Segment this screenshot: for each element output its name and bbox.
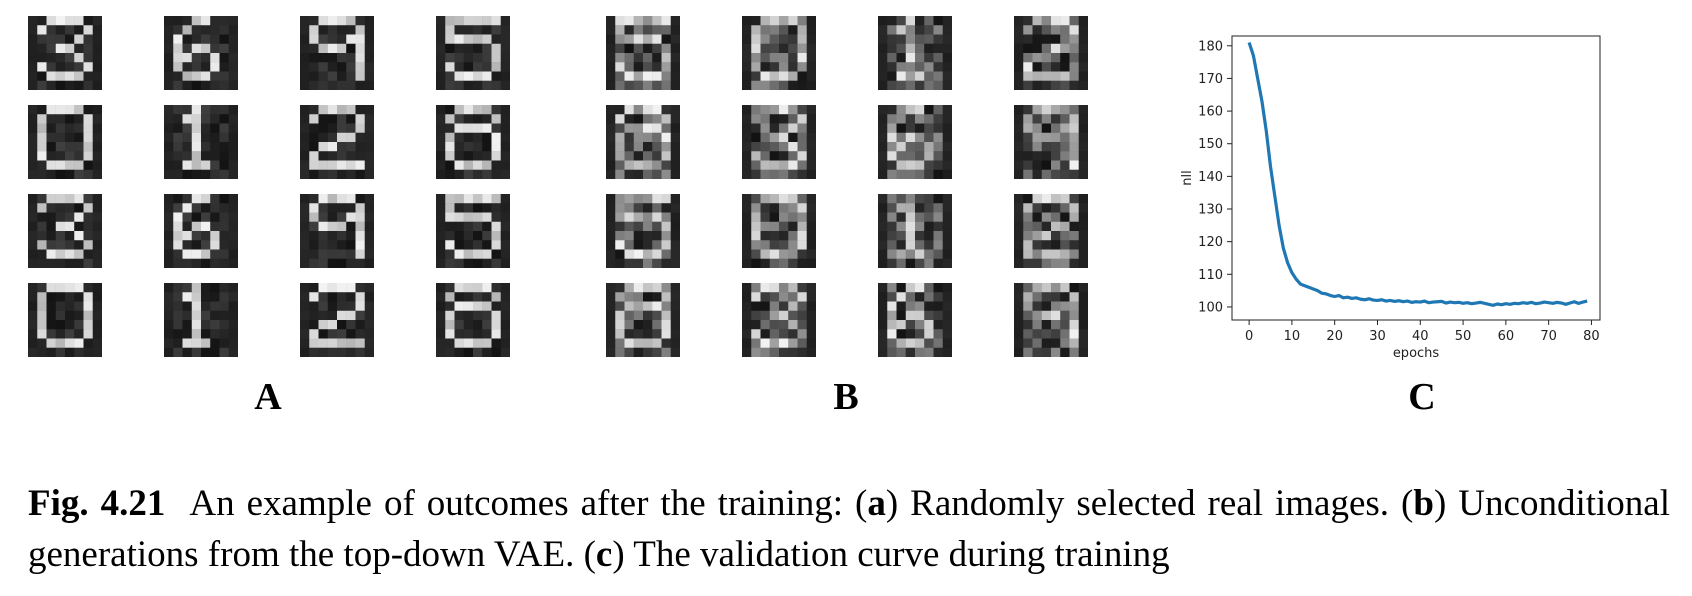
y-tick-label: 140 [1198,170,1223,185]
digit-image [1014,194,1088,268]
digit-image [164,194,238,268]
digit-image [1014,16,1088,90]
digit-image [742,194,816,268]
x-tick-label: 60 [1498,329,1515,344]
caption-text-3: ) Unconditional generations from the top… [28,483,1670,575]
digit-image [300,194,374,268]
digit-image [164,283,238,357]
digit-image [606,16,680,90]
caption-text-2: ) Randomly selected real images. ( [885,483,1414,524]
figure-caption: Fig. 4.21 An example of outcomes after t… [28,478,1670,580]
digit-image [1014,105,1088,179]
x-tick-label: 70 [1540,329,1557,344]
y-tick-label: 160 [1198,105,1223,120]
digit-image [164,105,238,179]
caption-ref-c: c [595,534,613,575]
x-tick-label: 10 [1284,329,1301,344]
y-tick-label: 150 [1198,137,1223,152]
caption-ref-a: a [867,483,886,524]
x-tick-label: 80 [1583,329,1600,344]
caption-text-1: An example of outcomes after the trainin… [189,483,868,524]
panel-label-a: A [254,376,282,418]
y-tick-label: 170 [1198,72,1223,87]
x-tick-label: 50 [1455,329,1472,344]
digit-image [300,283,374,357]
digit-image [742,16,816,90]
y-tick-label: 180 [1198,39,1223,54]
digit-image [606,194,680,268]
digit-image [436,194,510,268]
digit-image [436,105,510,179]
x-axis-label: epochs [1393,346,1440,361]
digit-image [436,16,510,90]
digit-image [878,105,952,179]
digit-image [28,105,102,179]
figure: 0 10 20 30 40 50 60 70 80 100 110 120 130 140 150 160 17… [28,16,1601,418]
caption-text-4: ) The validation curve during training [612,534,1170,575]
y-axis-label: nll [1180,170,1195,185]
y-tick-label: 130 [1198,203,1223,218]
digit-image [742,283,816,357]
caption-ref-b: b [1413,483,1434,524]
x-tick-label: 20 [1326,329,1343,344]
digit-image [436,283,510,357]
digit-image [28,16,102,90]
caption-figure-number: Fig. 4.21 [28,483,166,524]
digit-image [742,105,816,179]
digit-image [606,105,680,179]
plot-frame [1231,35,1601,321]
digit-image [878,16,952,90]
panel-label-c: C [1408,376,1436,418]
x-tick-label: 30 [1369,329,1386,344]
digit-image [878,283,952,357]
digit-image [606,283,680,357]
digit-image [164,16,238,90]
digit-image [28,194,102,268]
x-tick-label: 40 [1412,329,1429,344]
y-tick-label: 100 [1198,300,1223,315]
validation-curve-chart: 0 10 20 30 40 50 60 70 80 100 110 120 130 140 150 160 17… [1180,35,1601,361]
x-tick-label: 0 [1245,329,1253,344]
digit-image [300,105,374,179]
y-tick-label: 120 [1198,235,1223,250]
digit-image [300,16,374,90]
validation-nll-line [1247,42,1588,307]
digit-image [28,283,102,357]
y-tick-label: 110 [1198,268,1223,283]
digit-image [1014,283,1088,357]
digit-image [878,194,952,268]
panel-label-b: B [833,376,859,418]
